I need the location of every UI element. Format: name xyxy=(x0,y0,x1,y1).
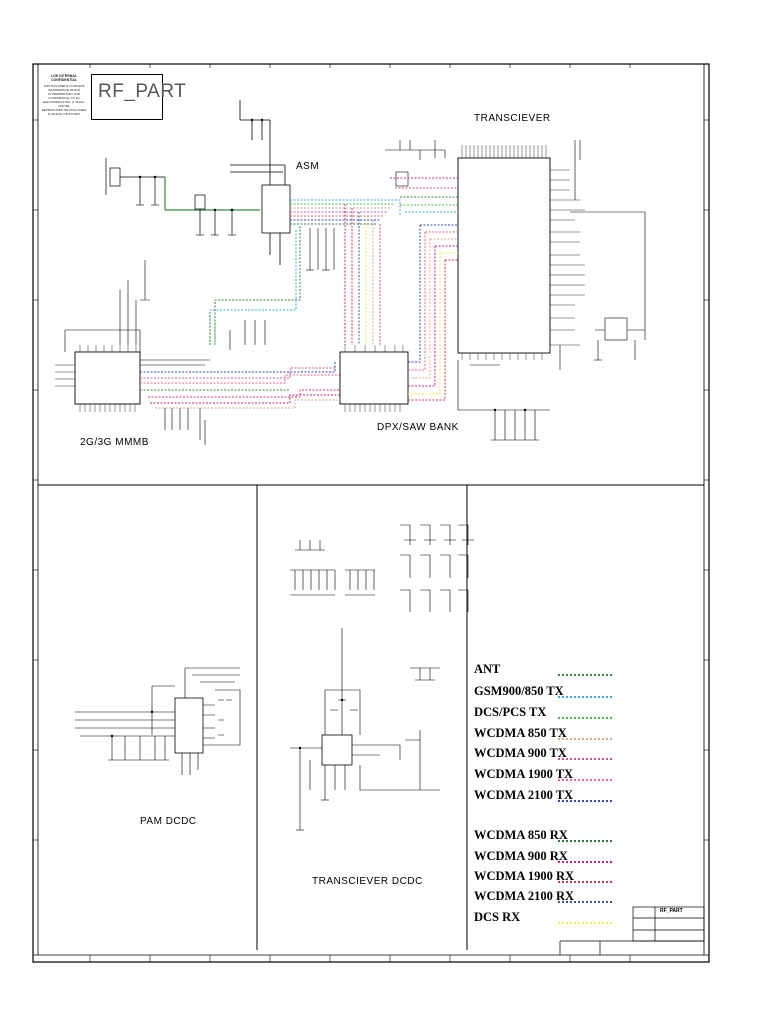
legend-label: WCDMA 850 TX xyxy=(474,726,567,740)
zone-ticks xyxy=(33,64,709,962)
junctions xyxy=(110,118,527,750)
legend-label: DCS/PCS TX xyxy=(474,705,547,719)
legend-label: ANT xyxy=(474,662,501,676)
legend-swatch xyxy=(558,717,612,719)
trx-dcdc-chip xyxy=(321,734,353,766)
label-asm: ASM xyxy=(296,161,320,172)
legend-label: WCDMA 900 TX xyxy=(474,746,567,760)
legend-swatch xyxy=(558,779,612,781)
trx-dcdc-net xyxy=(290,628,440,830)
mmmb-chip xyxy=(74,351,141,405)
legend-swatch xyxy=(558,901,612,903)
confidential-heading: LGE INTERNAL CONFIDENTIAL xyxy=(50,74,78,82)
ground-symbols xyxy=(108,204,602,831)
sheet-title-box: RF_PART xyxy=(91,74,186,120)
label-pam-dcdc: PAM DCDC xyxy=(140,816,197,827)
sheet-title: RF_PART xyxy=(98,81,187,102)
legend-swatch xyxy=(558,840,612,842)
legend-swatch xyxy=(558,922,612,924)
legend-label: DCS RX xyxy=(474,910,521,924)
confidential-line: REPRODUCED OR DISCLOSED IN WHOLE OR IN P… xyxy=(41,108,87,116)
ant-match-parts xyxy=(194,194,233,235)
mmmb-pins xyxy=(55,345,137,412)
legend-label: WCDMA 1900 RX xyxy=(474,869,574,883)
transceiver-pins xyxy=(461,145,585,360)
confidential-notice: LGE INTERNAL CONFIDENTIAL THIS DOCUMENT … xyxy=(40,74,88,116)
transceiver-bottom-net xyxy=(457,360,550,440)
pam-dcdc-chip xyxy=(174,697,204,754)
mmmb-buses xyxy=(140,312,340,409)
dpx-pins xyxy=(344,345,404,412)
outer-frame xyxy=(32,63,710,963)
legend-swatch xyxy=(558,674,612,676)
trx-bus xyxy=(390,177,458,355)
antenna-connector xyxy=(105,158,165,205)
legend-label: WCDMA 2100 TX xyxy=(474,788,574,802)
legend-label: GSM900/850 TX xyxy=(474,684,564,698)
legend-label: WCDMA 850 RX xyxy=(474,828,568,842)
trx-dcdc-cap-array xyxy=(400,524,474,612)
pam-dcdc-net xyxy=(75,667,241,775)
transceiver-ic xyxy=(457,157,551,354)
trx-dcdc-filter-bank xyxy=(290,540,375,596)
label-transceiver-dcdc: TRANSCIEVER DCDC xyxy=(312,876,423,887)
confidential-line: IS PROPRIETARY AND CONFIDENTIAL TO LG xyxy=(48,92,80,100)
dpx-right-bus xyxy=(408,355,446,401)
legend-swatch xyxy=(558,800,612,802)
legend-label: WCDMA 1900 TX xyxy=(474,767,574,781)
legend-label: WCDMA 900 RX xyxy=(474,849,568,863)
legend-swatch xyxy=(558,696,612,698)
title-block xyxy=(559,906,705,955)
legend-swatch xyxy=(558,738,612,740)
asm-bus xyxy=(209,199,401,345)
dpx-chip xyxy=(339,351,409,405)
label-mmmb: 2G/3G MMMB xyxy=(80,437,149,448)
title-block-name: RF_PART xyxy=(660,908,683,914)
mmmb-bottom-parts xyxy=(164,320,266,445)
mmmb-power-net xyxy=(64,260,210,366)
legend-label: WCDMA 2100 RX xyxy=(474,889,574,903)
legend-swatch xyxy=(558,861,612,863)
legend-swatch xyxy=(558,758,612,760)
label-transceiver: TRANSCIEVER xyxy=(474,113,551,124)
asm-chip xyxy=(230,100,291,265)
asm-caps xyxy=(306,228,335,271)
label-dpx-saw: DPX/SAW BANK xyxy=(377,422,459,433)
confidential-line: THIS DOCUMENT CONTAINS INFORMATION WHICH xyxy=(43,84,85,92)
transceiver-top-parts xyxy=(385,140,446,187)
legend-swatch xyxy=(558,881,612,883)
confidential-line: ELECTRONICS INC. IT SHALL NOT BE xyxy=(43,100,85,108)
transceiver-right-net xyxy=(559,140,646,370)
